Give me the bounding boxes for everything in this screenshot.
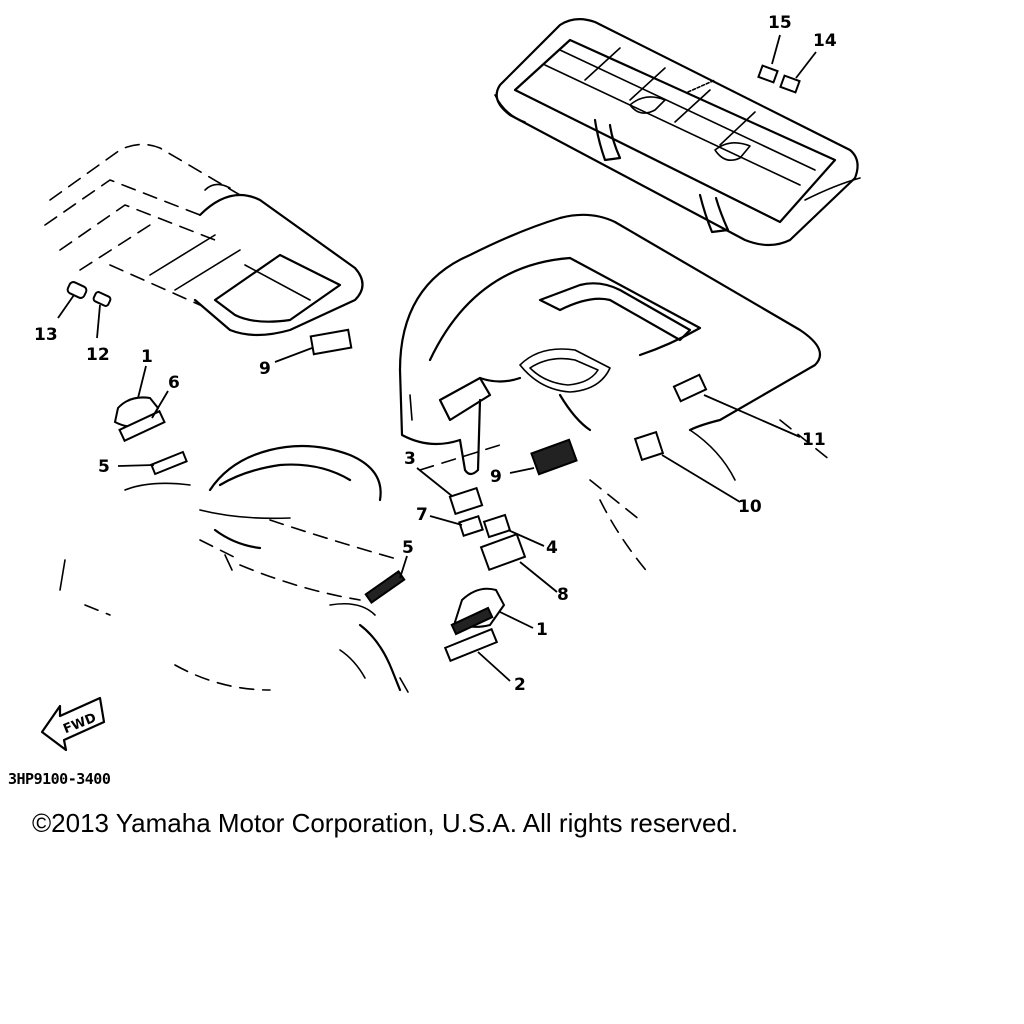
decal-1-lower-band [450, 606, 494, 636]
callout-14: 14 [813, 31, 837, 51]
decal-7 [458, 514, 484, 538]
decal-4 [482, 513, 512, 539]
callout-12: 12 [86, 345, 110, 365]
parts-diagram: FWD [34, 13, 861, 752]
decal-14 [779, 74, 801, 94]
callout-4: 4 [546, 538, 558, 558]
callout-11: 11 [802, 430, 826, 450]
callout-9-lower: 9 [490, 467, 502, 487]
leader-lines [57, 34, 817, 682]
callout-1-upper: 1 [141, 347, 153, 367]
decal-5-lower [364, 570, 406, 604]
callout-10: 10 [738, 497, 762, 517]
decal-9-lower [530, 438, 578, 476]
decal-10 [633, 430, 665, 462]
callout-1-lower: 1 [536, 620, 548, 640]
decal-8 [479, 532, 527, 572]
decal-9-upper [309, 328, 353, 356]
decal-11 [672, 373, 708, 403]
callout-7: 7 [416, 505, 428, 525]
callout-13: 13 [34, 325, 58, 345]
decal-3 [448, 486, 484, 516]
decal-6 [118, 409, 166, 443]
callout-3: 3 [404, 449, 416, 469]
decal-15 [757, 64, 779, 84]
decal-2 [443, 627, 499, 663]
decals [66, 64, 801, 663]
copyright-notice: ©2013 Yamaha Motor Corporation, U.S.A. A… [32, 808, 739, 838]
callout-9-upper: 9 [259, 359, 271, 379]
decal-12 [92, 291, 112, 307]
callout-5-upper: 5 [98, 457, 110, 477]
seat-tank-area [59, 444, 501, 693]
front-carrier-rack [44, 143, 364, 337]
callout-6: 6 [168, 373, 180, 393]
callout-15: 15 [768, 13, 792, 33]
callout-8: 8 [557, 585, 569, 605]
callout-2: 2 [514, 675, 526, 695]
callout-5-lower: 5 [402, 538, 414, 558]
rear-carrier-rack [494, 18, 861, 247]
decal-5-upper [150, 450, 188, 476]
diagram-code: 3HP9100-3400 [8, 770, 111, 788]
callout-numbers: 15 14 13 12 9 1 6 5 11 10 9 3 7 4 8 5 1 … [34, 13, 837, 695]
rear-fender [398, 213, 831, 576]
decal-13 [66, 281, 88, 299]
fwd-arrow-icon: FWD [40, 696, 106, 752]
